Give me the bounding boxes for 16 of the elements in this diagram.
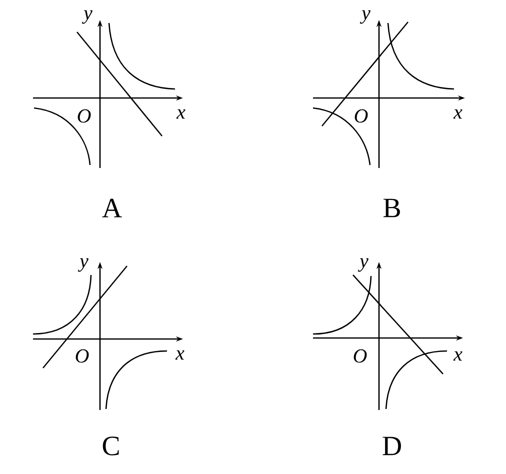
option-label: D	[382, 436, 401, 456]
axis-label: y	[82, 10, 92, 24]
axis-label: y	[358, 258, 368, 272]
axis-label: O	[78, 109, 91, 123]
option-label: B	[384, 198, 400, 218]
axis-label: O	[354, 349, 367, 363]
axis-label: x	[176, 109, 186, 119]
option-label: C	[102, 436, 119, 456]
option-label: A	[102, 198, 122, 218]
axis-label: y	[78, 258, 88, 272]
axis-label: O	[354, 109, 368, 123]
axis-label: O	[76, 349, 89, 363]
axis-label: x	[453, 109, 462, 119]
axis-label: x	[175, 350, 184, 360]
axis-label: x	[453, 351, 462, 361]
axis-label: y	[360, 10, 370, 24]
